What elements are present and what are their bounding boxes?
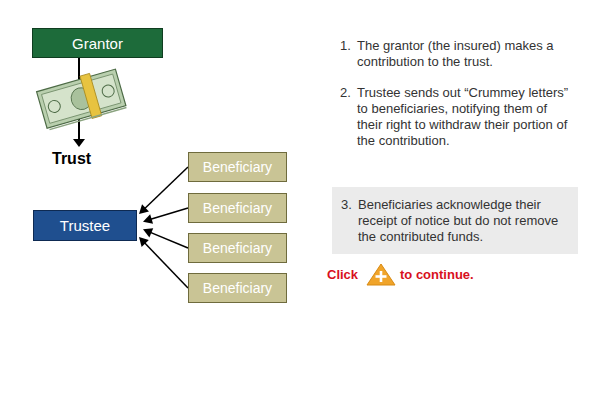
box-label: Beneficiary <box>203 280 272 296</box>
connector-line <box>145 243 188 288</box>
connector-line <box>151 208 188 219</box>
step-number: 2. <box>340 85 351 101</box>
beneficiary-box: Beneficiary <box>188 193 287 223</box>
arrow-head <box>73 139 85 147</box>
connector-arrow <box>143 228 188 248</box>
connector-arrow <box>143 208 188 224</box>
step-band: 3. Beneficiaries acknowledge their receip… <box>332 187 578 254</box>
box-label: Grantor <box>72 35 123 52</box>
step-text: Beneficiaries acknowledge their receipt … <box>358 197 567 245</box>
step-number: 1. <box>340 38 351 54</box>
box-label: Beneficiary <box>203 240 272 256</box>
arrow-head <box>143 214 153 224</box>
trust-label: Trust <box>52 150 91 168</box>
beneficiary-box: Beneficiary <box>188 273 287 303</box>
step-text: Trustee sends out “Crummey letters” to b… <box>357 85 569 149</box>
box-label: Trustee <box>60 217 110 234</box>
continue-icon <box>367 264 395 285</box>
beneficiary-box: Beneficiary <box>188 152 287 182</box>
continue-prompt: Click <box>327 267 358 283</box>
trustee-box: Trustee <box>33 210 137 241</box>
connector-arrow <box>139 237 188 288</box>
connector-arrow <box>139 167 188 214</box>
box-label: Beneficiary <box>203 200 272 216</box>
arrow-head <box>143 228 153 237</box>
connector-line <box>150 232 188 248</box>
beneficiary-box: Beneficiary <box>188 233 287 263</box>
grantor-box: Grantor <box>32 28 163 58</box>
money-bundle <box>36 66 127 131</box>
arrow-head <box>139 237 149 247</box>
continue-prompt: to continue. <box>400 267 474 283</box>
step-text: The grantor (the insured) makes a contri… <box>357 38 569 70</box>
connector-line <box>145 167 188 208</box>
step-number: 3. <box>341 197 352 213</box>
arrow-head <box>139 204 149 214</box>
box-label: Beneficiary <box>203 159 272 175</box>
